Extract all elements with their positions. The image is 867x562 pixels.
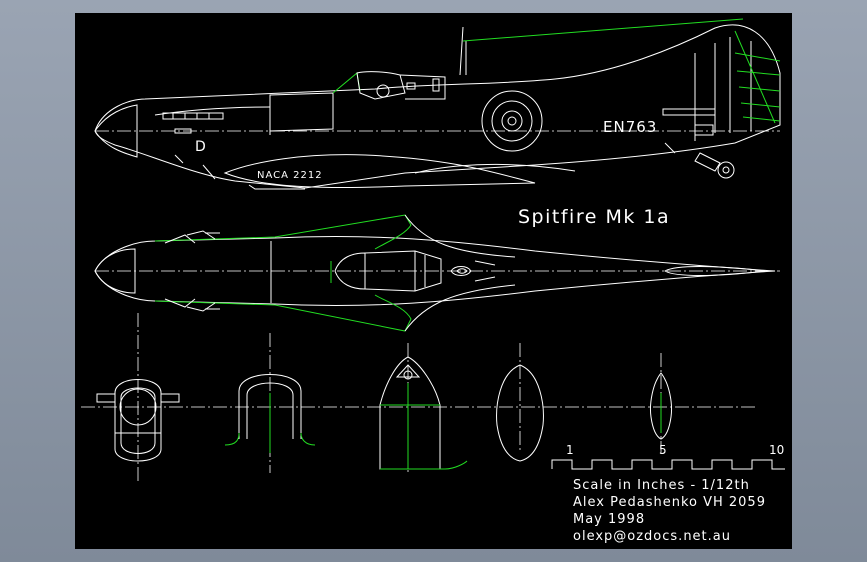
author-credit: Alex Pedashenko VH 2059	[573, 495, 766, 510]
top-view	[94, 214, 780, 332]
scale-tick-1: 1	[566, 443, 574, 457]
drawing-title: Spitfire Mk 1a	[518, 206, 670, 228]
serial-number-label: EN763	[603, 118, 657, 136]
cross-sections	[81, 313, 755, 483]
author-email: olexp@ozdocs.net.au	[573, 529, 731, 544]
scale-bar: 1 5 10	[551, 443, 785, 470]
airfoil-label: NACA 2212	[257, 170, 323, 181]
side-view: EN763 D NACA 2212	[94, 18, 781, 190]
spitfire-plan-drawing: EN763 D NACA 2212 Spitfire Mk 1a	[81, 18, 785, 483]
drawing-date: May 1998	[573, 512, 646, 527]
title-block: Scale in Inches - 1/12th Alex Pedashenko…	[573, 477, 766, 545]
aircraft-code-label: D	[195, 139, 206, 155]
scale-tick-10: 10	[769, 443, 784, 457]
scale-caption: Scale in Inches - 1/12th	[573, 478, 750, 493]
scale-tick-5: 5	[659, 443, 667, 457]
cad-drawing-canvas[interactable]: EN763 D NACA 2212 Spitfire Mk 1a	[75, 13, 792, 549]
